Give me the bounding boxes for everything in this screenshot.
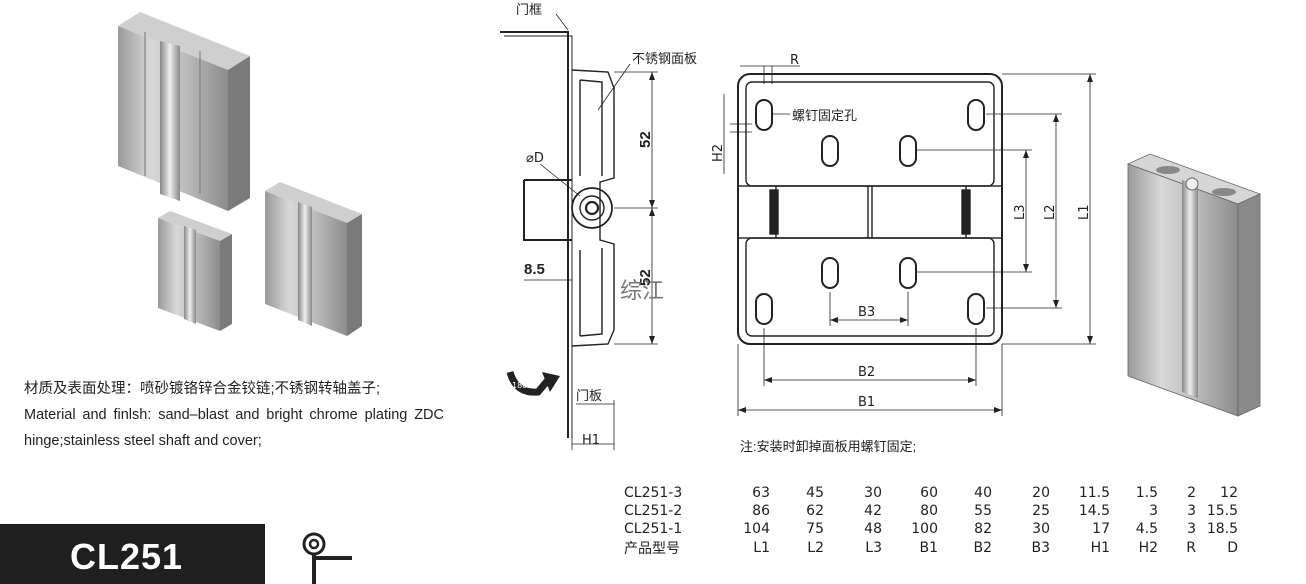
table-cell: H2: [1138, 540, 1158, 556]
medium-hinge-render: [265, 182, 362, 336]
table-cell: 48: [864, 521, 882, 537]
table-cell: 4.5: [1135, 521, 1158, 537]
l1-label: L1: [1077, 204, 1092, 220]
door-frame-label: 门框: [516, 3, 542, 18]
table-cell: 63: [752, 485, 770, 501]
table-cell: B3: [1031, 540, 1050, 556]
table-row: CL251-2 86 62 42 80 55 25 14.5 3 3 15.5: [624, 502, 1238, 520]
table-cell: 86: [752, 503, 770, 519]
table-cell: 3: [1187, 521, 1196, 537]
table-cell: 62: [806, 503, 824, 519]
table-cell: 104: [743, 521, 770, 537]
table-header-row: 产品型号 L1 L2 L3 B1 B2 B3 H1 H2 R D: [624, 538, 1238, 558]
table-cell: 产品型号: [624, 541, 680, 557]
table-cell: 25: [1032, 503, 1050, 519]
door-panel-label: 门板: [576, 389, 602, 404]
h2-label: H2: [711, 144, 726, 162]
h1-label: H1: [582, 433, 600, 448]
table-cell: B1: [919, 540, 938, 556]
model-label-box: CL251: [0, 524, 265, 584]
table-cell: CL251-2: [624, 503, 683, 519]
table-cell: 20: [1032, 485, 1050, 501]
product-photos: [118, 12, 362, 336]
table-cell: 15.5: [1206, 503, 1238, 519]
table-cell: H1: [1090, 540, 1110, 556]
watermark: 综江: [620, 279, 664, 304]
large-hinge-render: [118, 12, 250, 211]
isometric-hinge-render: [1126, 153, 1262, 417]
stainless-panel-label: 不锈钢面板: [632, 52, 697, 67]
table-cell: L3: [865, 540, 882, 556]
table-cell: 60: [920, 485, 938, 501]
table-cell: 100: [911, 521, 938, 537]
l2-label: L2: [1043, 204, 1058, 220]
rotation-label: 180°: [512, 381, 531, 390]
diameter-label: ⌀D: [526, 151, 544, 166]
table-cell: 12: [1220, 485, 1238, 501]
table-row: CL251-1 104 75 48 100 82 30 17 4.5 3 18.5: [624, 520, 1238, 538]
l3-label: L3: [1013, 204, 1028, 220]
table-cell: 11.5: [1078, 485, 1110, 501]
side-section-drawing: 180° 门框 不锈钢面板 ⌀D 52 52 8.5 综江 门板 H1: [500, 3, 697, 450]
table-cell: 3: [1187, 503, 1196, 519]
description-cn: 材质及表面处理：喷砂镀铬锌合金铰链;不锈钢转轴盖子;: [24, 381, 381, 397]
table-cell: 42: [864, 503, 882, 519]
table-cell: 45: [806, 485, 824, 501]
table-cell: L2: [807, 540, 824, 556]
small-hinge-render: [158, 211, 232, 331]
description-en: Material and finlsh: sand–blast and brig…: [24, 407, 444, 449]
table-cell: 82: [974, 521, 992, 537]
table-cell: CL251-1: [624, 521, 683, 537]
dim-52-top: 52: [637, 131, 654, 148]
table-cell: B2: [973, 540, 992, 556]
table-cell: CL251-3: [624, 485, 683, 501]
table-cell: 75: [806, 521, 824, 537]
table-cell: 17: [1092, 521, 1110, 537]
b1-label: B1: [858, 395, 875, 410]
front-view-drawing: R 螺钉固定孔 H2 L3 L2 L1 B3 B2 B1: [711, 53, 1096, 416]
table-cell: 80: [920, 503, 938, 519]
table-cell: 1.5: [1135, 485, 1158, 501]
dim-52-bottom: 52: [637, 269, 654, 286]
model-label: CL251: [70, 536, 184, 577]
table-cell: 30: [864, 485, 882, 501]
table-cell: 2: [1187, 485, 1196, 501]
table-row: CL251-3 63 45 30 60 40 20 11.5 1.5 2 12: [624, 484, 1238, 502]
material-description: 材质及表面处理：喷砂镀铬锌合金铰链;不锈钢转轴盖子; Material and …: [24, 376, 444, 454]
table-cell: 30: [1032, 521, 1050, 537]
table-cell: R: [1186, 540, 1196, 556]
table-cell: 55: [974, 503, 992, 519]
screw-hole-label: 螺钉固定孔: [792, 109, 857, 124]
table-cell: 40: [974, 485, 992, 501]
install-note: 注:安装时卸掉面板用螺钉固定;: [740, 439, 917, 454]
rotation-180-icon: 180°: [506, 370, 560, 396]
table-cell: L1: [753, 540, 770, 556]
table-cell: 18.5: [1206, 521, 1238, 537]
b2-label: B2: [858, 365, 875, 380]
table-cell: 14.5: [1078, 503, 1110, 519]
table-cell: 3: [1149, 503, 1158, 519]
r-label: R: [790, 53, 799, 68]
table-cell: D: [1227, 540, 1238, 556]
hinge-symbol-icon: [302, 532, 352, 584]
b3-label: B3: [858, 305, 875, 320]
dim-8-5: 8.5: [524, 261, 545, 278]
